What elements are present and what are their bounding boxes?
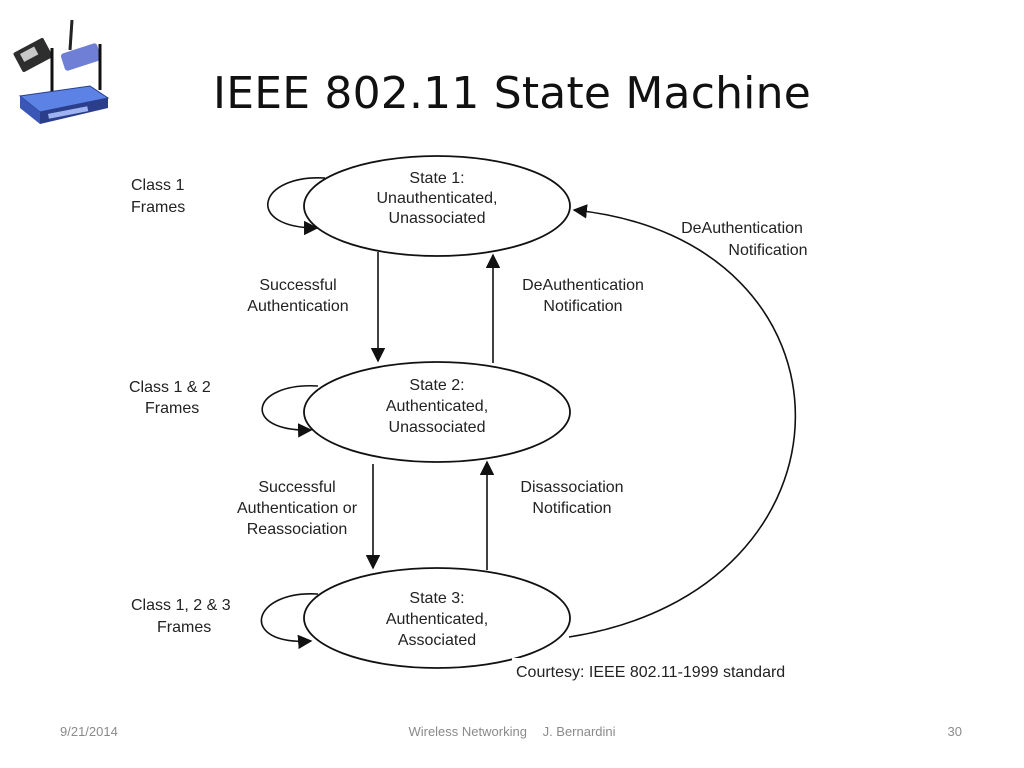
s2-to-s3-label-line2: Authentication or [237,500,358,517]
s2-to-s3-label-line3: Reassociation [247,521,348,538]
self-loop-state-3 [260,593,319,650]
s2-to-s1-label-line1: DeAuthentication [522,277,644,294]
self-loop-3-label-line1: Class 1, 2 & 3 [131,597,231,614]
state-1-node [303,155,571,257]
state-2-node [303,361,571,463]
s3-to-s2-label-line2: Notification [532,500,611,517]
state-3-label-line1: State 3: [409,590,464,607]
s3-to-s1-label-line2: Notification [728,242,807,259]
courtesy-caption: Courtesy: IEEE 802.11-1999 standard [516,664,785,681]
state-1-label-line1: State 1: [409,170,464,187]
s2-to-s3-label-line1: Successful [258,479,335,496]
s3-to-s2-label-line1: Disassociation [520,479,623,496]
usb-adapter-icon [60,19,102,71]
state-2-label-line1: State 2: [409,377,464,394]
footer-date: 9/21/2014 [60,724,118,739]
s2-to-s1-label-line2: Notification [543,298,622,315]
s1-to-s2-label-line1: Successful [259,277,336,294]
self-loop-2-label-line1: Class 1 & 2 [129,379,211,396]
state-3-node [303,567,571,669]
wireless-router-icon [13,19,110,124]
self-loop-2-label-line2: Frames [145,400,199,417]
router-body [18,44,110,124]
arrow-state3-to-state1 [568,204,797,638]
self-loop-1-label-line1: Class 1 [131,177,184,194]
courtesy-caption-box [512,658,838,684]
footer-center: Wireless Networking J. Bernardini [0,724,1024,739]
s3-to-s1-label-line1: DeAuthentication [681,220,803,237]
footer-author: J. Bernardini [542,724,616,739]
state-machine-diagram: State 1: Unauthenticated, Unassociated S… [129,155,838,684]
state-1-label-line2: Unauthenticated, [377,190,498,207]
slide-title: IEEE 802.11 State Machine [213,68,811,119]
state-1-label-line3: Unassociated [389,210,486,227]
self-loop-1-label-line2: Frames [131,199,185,216]
self-loop-state-1 [266,177,326,236]
state-3-label-line2: Authenticated, [386,611,488,628]
s1-to-s2-label-line2: Authentication [247,298,348,315]
wireless-card-icon [13,38,53,72]
state-3-label-line3: Associated [398,632,476,649]
footer-course: Wireless Networking [408,724,527,739]
footer-page-number: 30 [947,724,962,739]
state-2-label-line2: Authenticated, [386,398,488,415]
self-loop-3-label-line2: Frames [157,619,211,636]
self-loop-state-2 [261,385,319,438]
state-2-label-line3: Unassociated [389,419,486,436]
